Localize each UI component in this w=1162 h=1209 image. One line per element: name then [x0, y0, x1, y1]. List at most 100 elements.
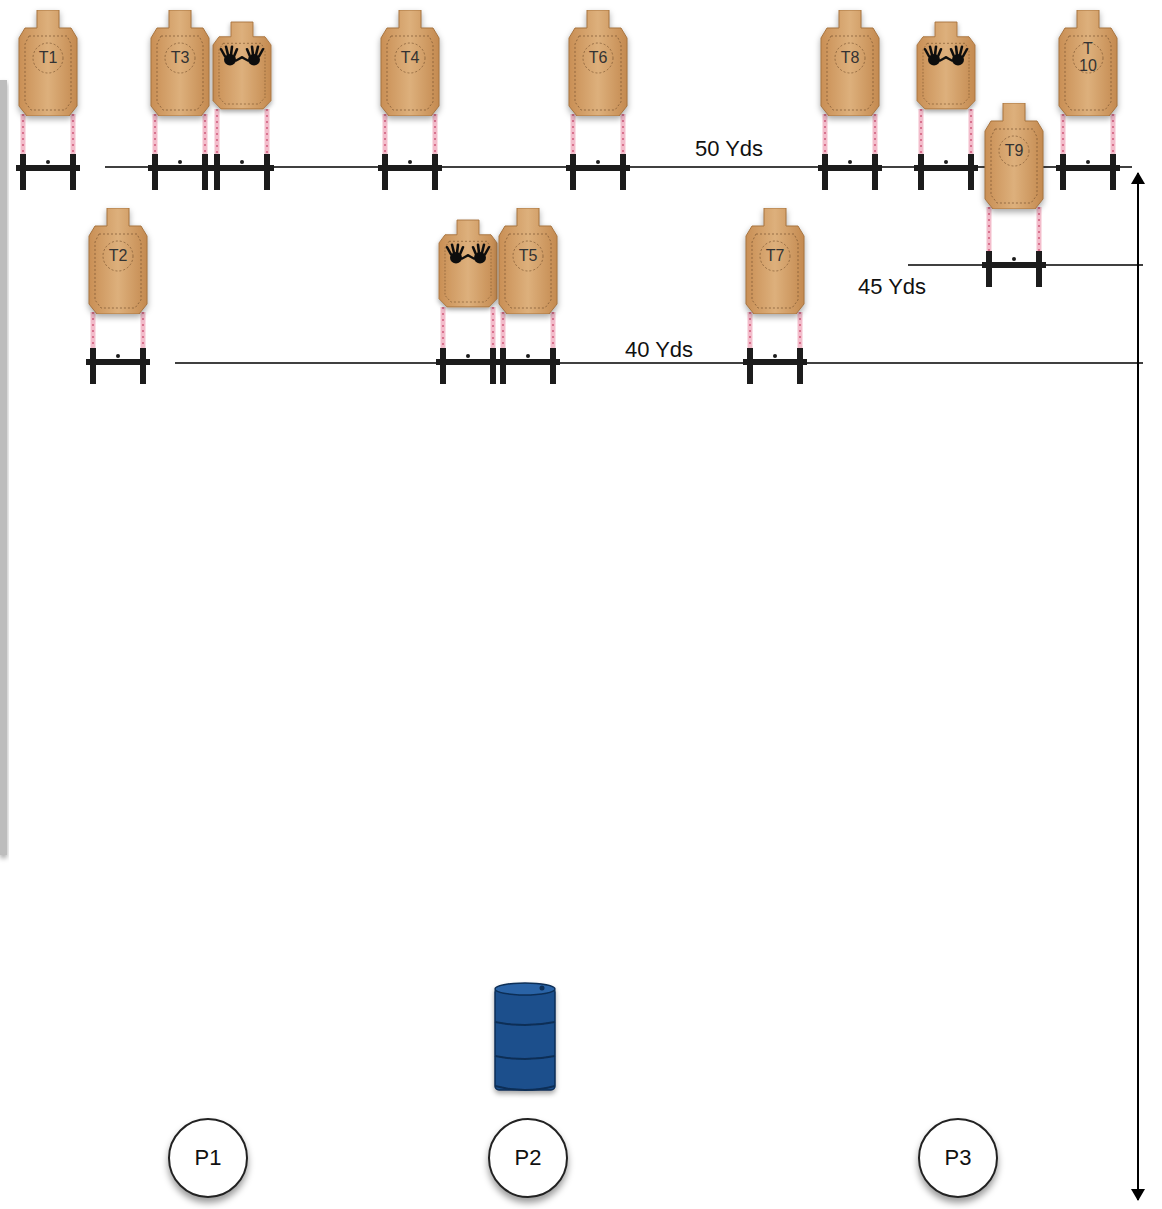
target-number: T5 [519, 248, 538, 265]
drawing-part [1059, 10, 1117, 116]
drawing-part [19, 10, 77, 116]
stand-leg [91, 312, 96, 352]
stand-leg [552, 312, 554, 352]
stand-bar [914, 165, 978, 171]
drawing-part [575, 36, 621, 110]
stand-post [140, 348, 146, 384]
stand-post [20, 154, 26, 190]
stand-bar [378, 165, 442, 171]
drawing-part [835, 43, 865, 73]
drawing-part [157, 36, 203, 110]
drawing-part [923, 43, 969, 104]
drawing-part [499, 208, 557, 314]
stand-leg [1037, 207, 1042, 255]
drawing-part [242, 47, 263, 61]
stand-leg [873, 114, 878, 158]
position-label: P1 [195, 1145, 222, 1171]
stand-leg [383, 114, 388, 158]
no-shoot-target [917, 22, 975, 109]
stand-leg [22, 114, 24, 158]
paper-target: T4 [379, 10, 441, 116]
drawing-part [387, 36, 433, 110]
stand-post [570, 154, 576, 190]
stand-leg [204, 114, 206, 158]
drawing-part [946, 47, 967, 66]
stand-leg [433, 114, 438, 158]
stand-leg [920, 109, 922, 158]
drawing-part [25, 36, 71, 110]
drawing-part [395, 43, 425, 73]
distance-label: 45 Yds [858, 274, 926, 300]
drawing-part [33, 43, 63, 73]
stand-bar [86, 359, 150, 365]
drawing-part [991, 129, 1037, 203]
distance-line [175, 362, 1143, 364]
stand-bar [148, 165, 212, 171]
drawing-part [752, 234, 798, 308]
stand-post [1060, 154, 1066, 190]
stand-leg [798, 312, 803, 352]
stand-leg [492, 307, 494, 352]
distance-label: 50 Yds [695, 136, 763, 162]
stand-bolt [526, 354, 530, 358]
stand-post [152, 154, 158, 190]
stand-bar [982, 262, 1046, 268]
stand-post [797, 348, 803, 384]
stand-bar [743, 359, 807, 365]
stand-post [264, 154, 270, 190]
stand-leg [265, 109, 270, 158]
stand-bolt [773, 354, 777, 358]
drawing-part [439, 220, 497, 307]
stand-leg [266, 109, 268, 158]
drawing-part [827, 36, 873, 110]
stand-post [968, 154, 974, 190]
stand-bolt [408, 160, 412, 164]
stand-leg [1062, 114, 1064, 158]
stand-leg [748, 312, 753, 352]
stand-leg [384, 114, 386, 158]
stand-leg [215, 109, 220, 158]
no-shoot-target [439, 220, 497, 307]
target-number: T2 [109, 248, 128, 265]
drawing-part [213, 22, 271, 109]
drawing-part [221, 47, 242, 61]
stand-leg [824, 114, 826, 158]
stand-leg [442, 307, 444, 352]
stand-leg [216, 109, 218, 158]
stand-bar [436, 359, 500, 365]
target-number: T9 [1005, 143, 1024, 160]
drawing-part [468, 245, 489, 264]
stand-leg [823, 114, 828, 158]
stand-bolt [46, 160, 50, 164]
stand-leg [551, 312, 556, 352]
barrel [495, 983, 555, 1090]
paper-target: T8 [819, 10, 881, 116]
no-shoot-target [213, 22, 271, 109]
stand-leg [1061, 114, 1066, 158]
drawing-part [495, 1022, 555, 1025]
target-number: T8 [841, 50, 860, 67]
drawing-part [505, 234, 551, 308]
drawing-part [540, 986, 545, 991]
stand-bar [210, 165, 274, 171]
drawing-part [925, 47, 946, 61]
stand-bolt [178, 160, 182, 164]
target-number: T3 [171, 50, 190, 67]
stand-leg [71, 114, 76, 158]
drawing-part [746, 208, 804, 314]
drawing-part [513, 241, 543, 271]
drawing-part [151, 10, 209, 116]
stand-bolt [1012, 257, 1016, 261]
stand-post [1110, 154, 1116, 190]
drawing-part [1065, 36, 1111, 110]
side-wall [0, 80, 7, 855]
drawing-part [445, 241, 491, 302]
stand-post [822, 154, 828, 190]
drawing-part [999, 136, 1029, 166]
stand-bolt [240, 160, 244, 164]
stand-bolt [944, 160, 948, 164]
stand-post [382, 154, 388, 190]
stand-post [1036, 251, 1042, 287]
paper-target: T1 [17, 10, 79, 116]
target-number: T7 [766, 248, 785, 265]
